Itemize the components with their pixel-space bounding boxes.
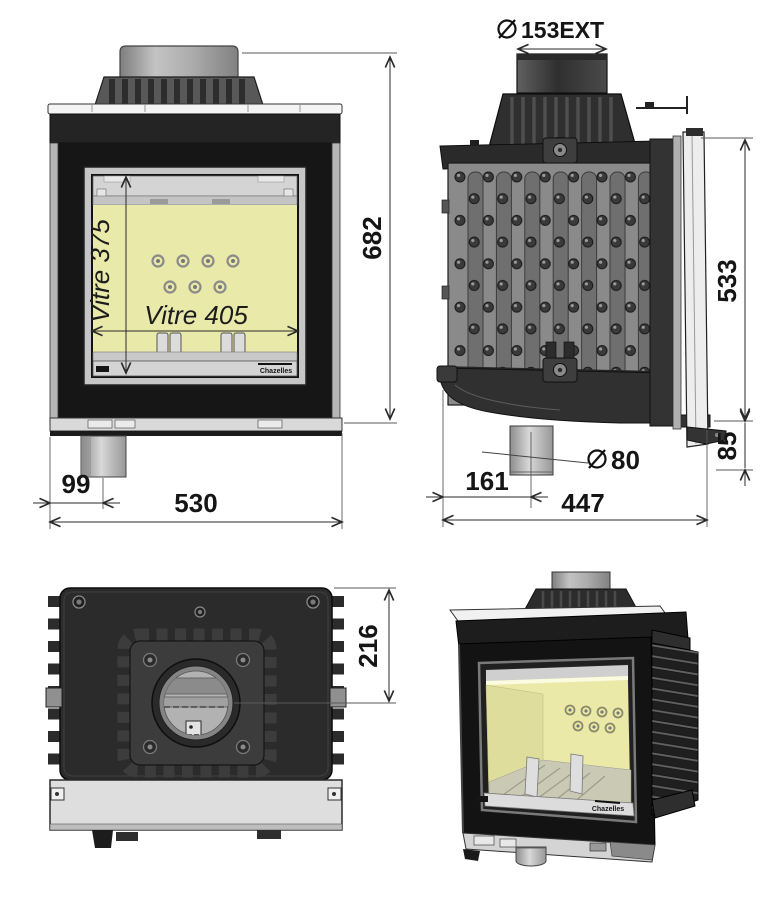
iso-andiron	[569, 753, 584, 795]
collar-top-edge	[517, 54, 607, 60]
right-rail	[331, 142, 341, 424]
iso-fins	[652, 642, 698, 815]
plate-lug	[470, 140, 479, 146]
air-register-strip	[92, 195, 298, 206]
latch-pin	[332, 792, 336, 796]
side-body-height: 533	[712, 259, 742, 302]
top-band	[49, 113, 341, 144]
bottom-shell	[439, 367, 667, 424]
leader-line	[481, 451, 589, 464]
air-holes	[151, 254, 240, 294]
side-tab	[441, 285, 450, 300]
air-duct-pipe	[509, 425, 554, 476]
diameter-icon	[497, 19, 517, 39]
hearth-floor	[92, 351, 298, 362]
brand-logo-front: Chazelles	[258, 363, 292, 375]
plinth-clip	[257, 419, 283, 429]
glass-width-label: Vitre 405	[144, 300, 248, 330]
iso-air-hole-centers	[568, 708, 620, 730]
front-overall-height: 682	[357, 216, 387, 259]
left-rail	[49, 142, 59, 424]
plinth-clip	[114, 419, 136, 429]
mount-bracket	[636, 96, 688, 114]
brand-logo-iso-text: Chazelles	[592, 806, 624, 813]
hook-pin	[715, 433, 719, 437]
frame-bottom-hook	[686, 426, 727, 445]
iso-fin-bracket-top	[651, 629, 691, 651]
iso-lamp-line	[486, 676, 628, 685]
front-overall-width: 530	[174, 488, 217, 518]
iso-top-reflection	[486, 665, 628, 681]
iso-face-edge	[458, 643, 464, 834]
glass-pane	[93, 205, 297, 354]
door-strip-side	[672, 135, 682, 430]
plinth-shadow	[50, 431, 342, 436]
diameter-icon	[587, 449, 607, 469]
frame-top-hook	[686, 128, 703, 136]
flue-opening-interior	[164, 677, 228, 735]
flange-screws	[142, 652, 251, 755]
brand-logo-front-text: Chazelles	[260, 368, 292, 375]
glass-height-label: Vitre 375	[85, 219, 115, 323]
front-view: Chazelles Vitre 375 Vitre 405 682 530 99	[33, 45, 397, 529]
side-duct-diameter: 80	[611, 445, 640, 475]
register-notch	[212, 199, 230, 204]
latch-pin	[55, 792, 59, 796]
certification-mark	[96, 366, 109, 372]
side-tab	[441, 199, 450, 214]
frame-plate-line	[691, 134, 697, 445]
iso-ledge-clip	[589, 842, 607, 852]
side-duct-drop: 85	[712, 432, 742, 461]
iso-air-holes	[564, 704, 624, 734]
register-notch	[150, 199, 168, 204]
top-plate-ticks	[91, 105, 301, 112]
flue-collar-ribs	[109, 79, 245, 104]
iso-ledge-clip	[473, 835, 495, 846]
panel-screws	[72, 595, 320, 618]
iso-foot	[463, 849, 480, 861]
side-lug	[329, 687, 347, 708]
shell-lip	[436, 365, 458, 383]
baffle-tab	[257, 175, 285, 183]
front-duct-offset: 99	[62, 469, 91, 499]
isometric-view: Chazelles	[449, 571, 699, 867]
iso-ledge-right	[609, 841, 656, 861]
flue-collar-side	[516, 53, 608, 94]
top-plinth	[49, 779, 343, 831]
bottom-clamp	[542, 341, 578, 383]
door-edge-side	[649, 138, 674, 427]
certification-mark	[477, 796, 488, 802]
iso-duct-pipe	[515, 846, 547, 867]
door-sill	[92, 360, 298, 377]
foot-tab	[116, 832, 138, 841]
iso-collar-ribs	[541, 591, 617, 611]
brand-logo-iso: Chazelles	[592, 800, 624, 813]
collar-base-ribs	[510, 97, 613, 144]
iso-ledge-clip	[499, 838, 517, 848]
foot	[92, 830, 113, 848]
top-flue-center-offset: 216	[353, 624, 383, 667]
side-depth: 447	[561, 488, 604, 518]
side-flue-diameter: 153EXT	[521, 17, 604, 43]
panel-inner-line	[63, 591, 329, 777]
bracket-block	[645, 102, 654, 109]
plinth-edge	[49, 823, 343, 831]
air-hole-centers	[156, 259, 235, 289]
iso-fin-bracket-bottom	[651, 789, 696, 819]
plinth-clip	[87, 419, 113, 429]
shell-highlight	[454, 384, 561, 411]
foot-tab	[257, 830, 281, 839]
iso-andiron	[524, 756, 540, 798]
duct-shade	[81, 436, 91, 477]
side-duct-offset: 161	[465, 466, 508, 496]
top-view: 216	[45, 587, 396, 848]
side-lug	[45, 687, 63, 708]
side-view: 153EXT	[426, 17, 753, 527]
